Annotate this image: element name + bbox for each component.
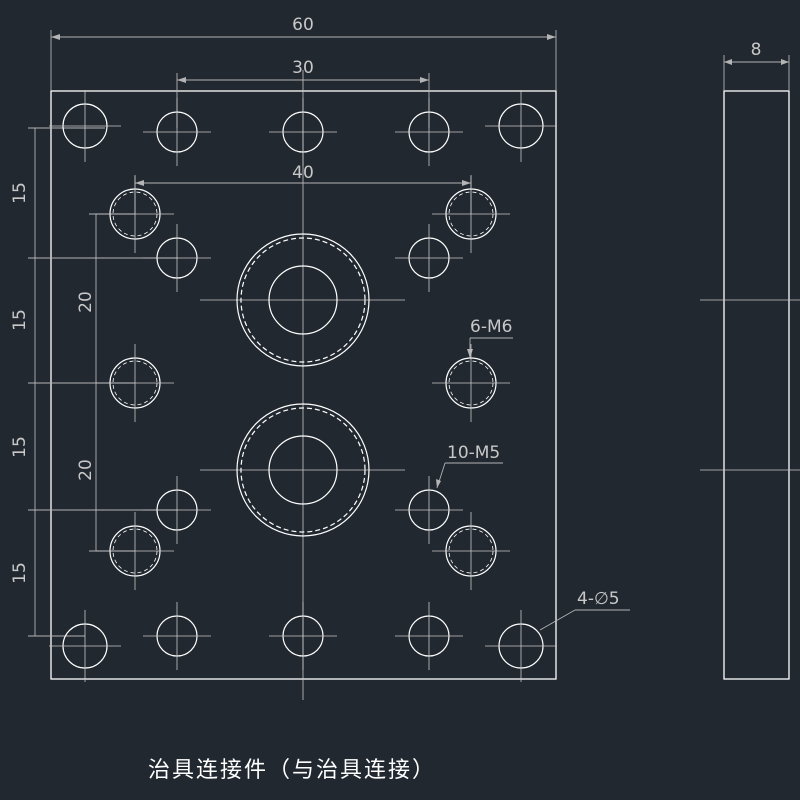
plate-outline <box>50 90 557 680</box>
dim-width-total: 60 <box>292 15 314 35</box>
dim-left-pitch-3: 15 <box>10 436 30 458</box>
callout-m5-holes: 10-M5 <box>447 443 500 463</box>
counterbore-holes <box>236 233 370 537</box>
center-lines <box>200 70 800 700</box>
arrowheads <box>51 34 789 488</box>
dim-vertical-span-2: 20 <box>76 459 96 481</box>
dim-top-hole-span: 30 <box>292 58 314 78</box>
dim-left-pitch-2: 15 <box>10 309 30 331</box>
callout-m6-holes: 6-M6 <box>470 317 512 337</box>
dimension-lines <box>28 30 790 637</box>
drawing-title: 治具连接件（与治具连接） <box>148 758 437 783</box>
dim-left-pitch-1: 15 <box>10 182 30 204</box>
dim-vertical-span-1: 20 <box>76 291 96 313</box>
dim-left-pitch-4: 15 <box>10 562 30 584</box>
small-holes <box>49 90 557 682</box>
callout-through-holes: 4-∅5 <box>577 589 620 609</box>
dim-inner-hole-span: 40 <box>292 163 314 183</box>
side-view-outline <box>723 90 790 680</box>
dim-side-thickness: 8 <box>751 40 762 60</box>
